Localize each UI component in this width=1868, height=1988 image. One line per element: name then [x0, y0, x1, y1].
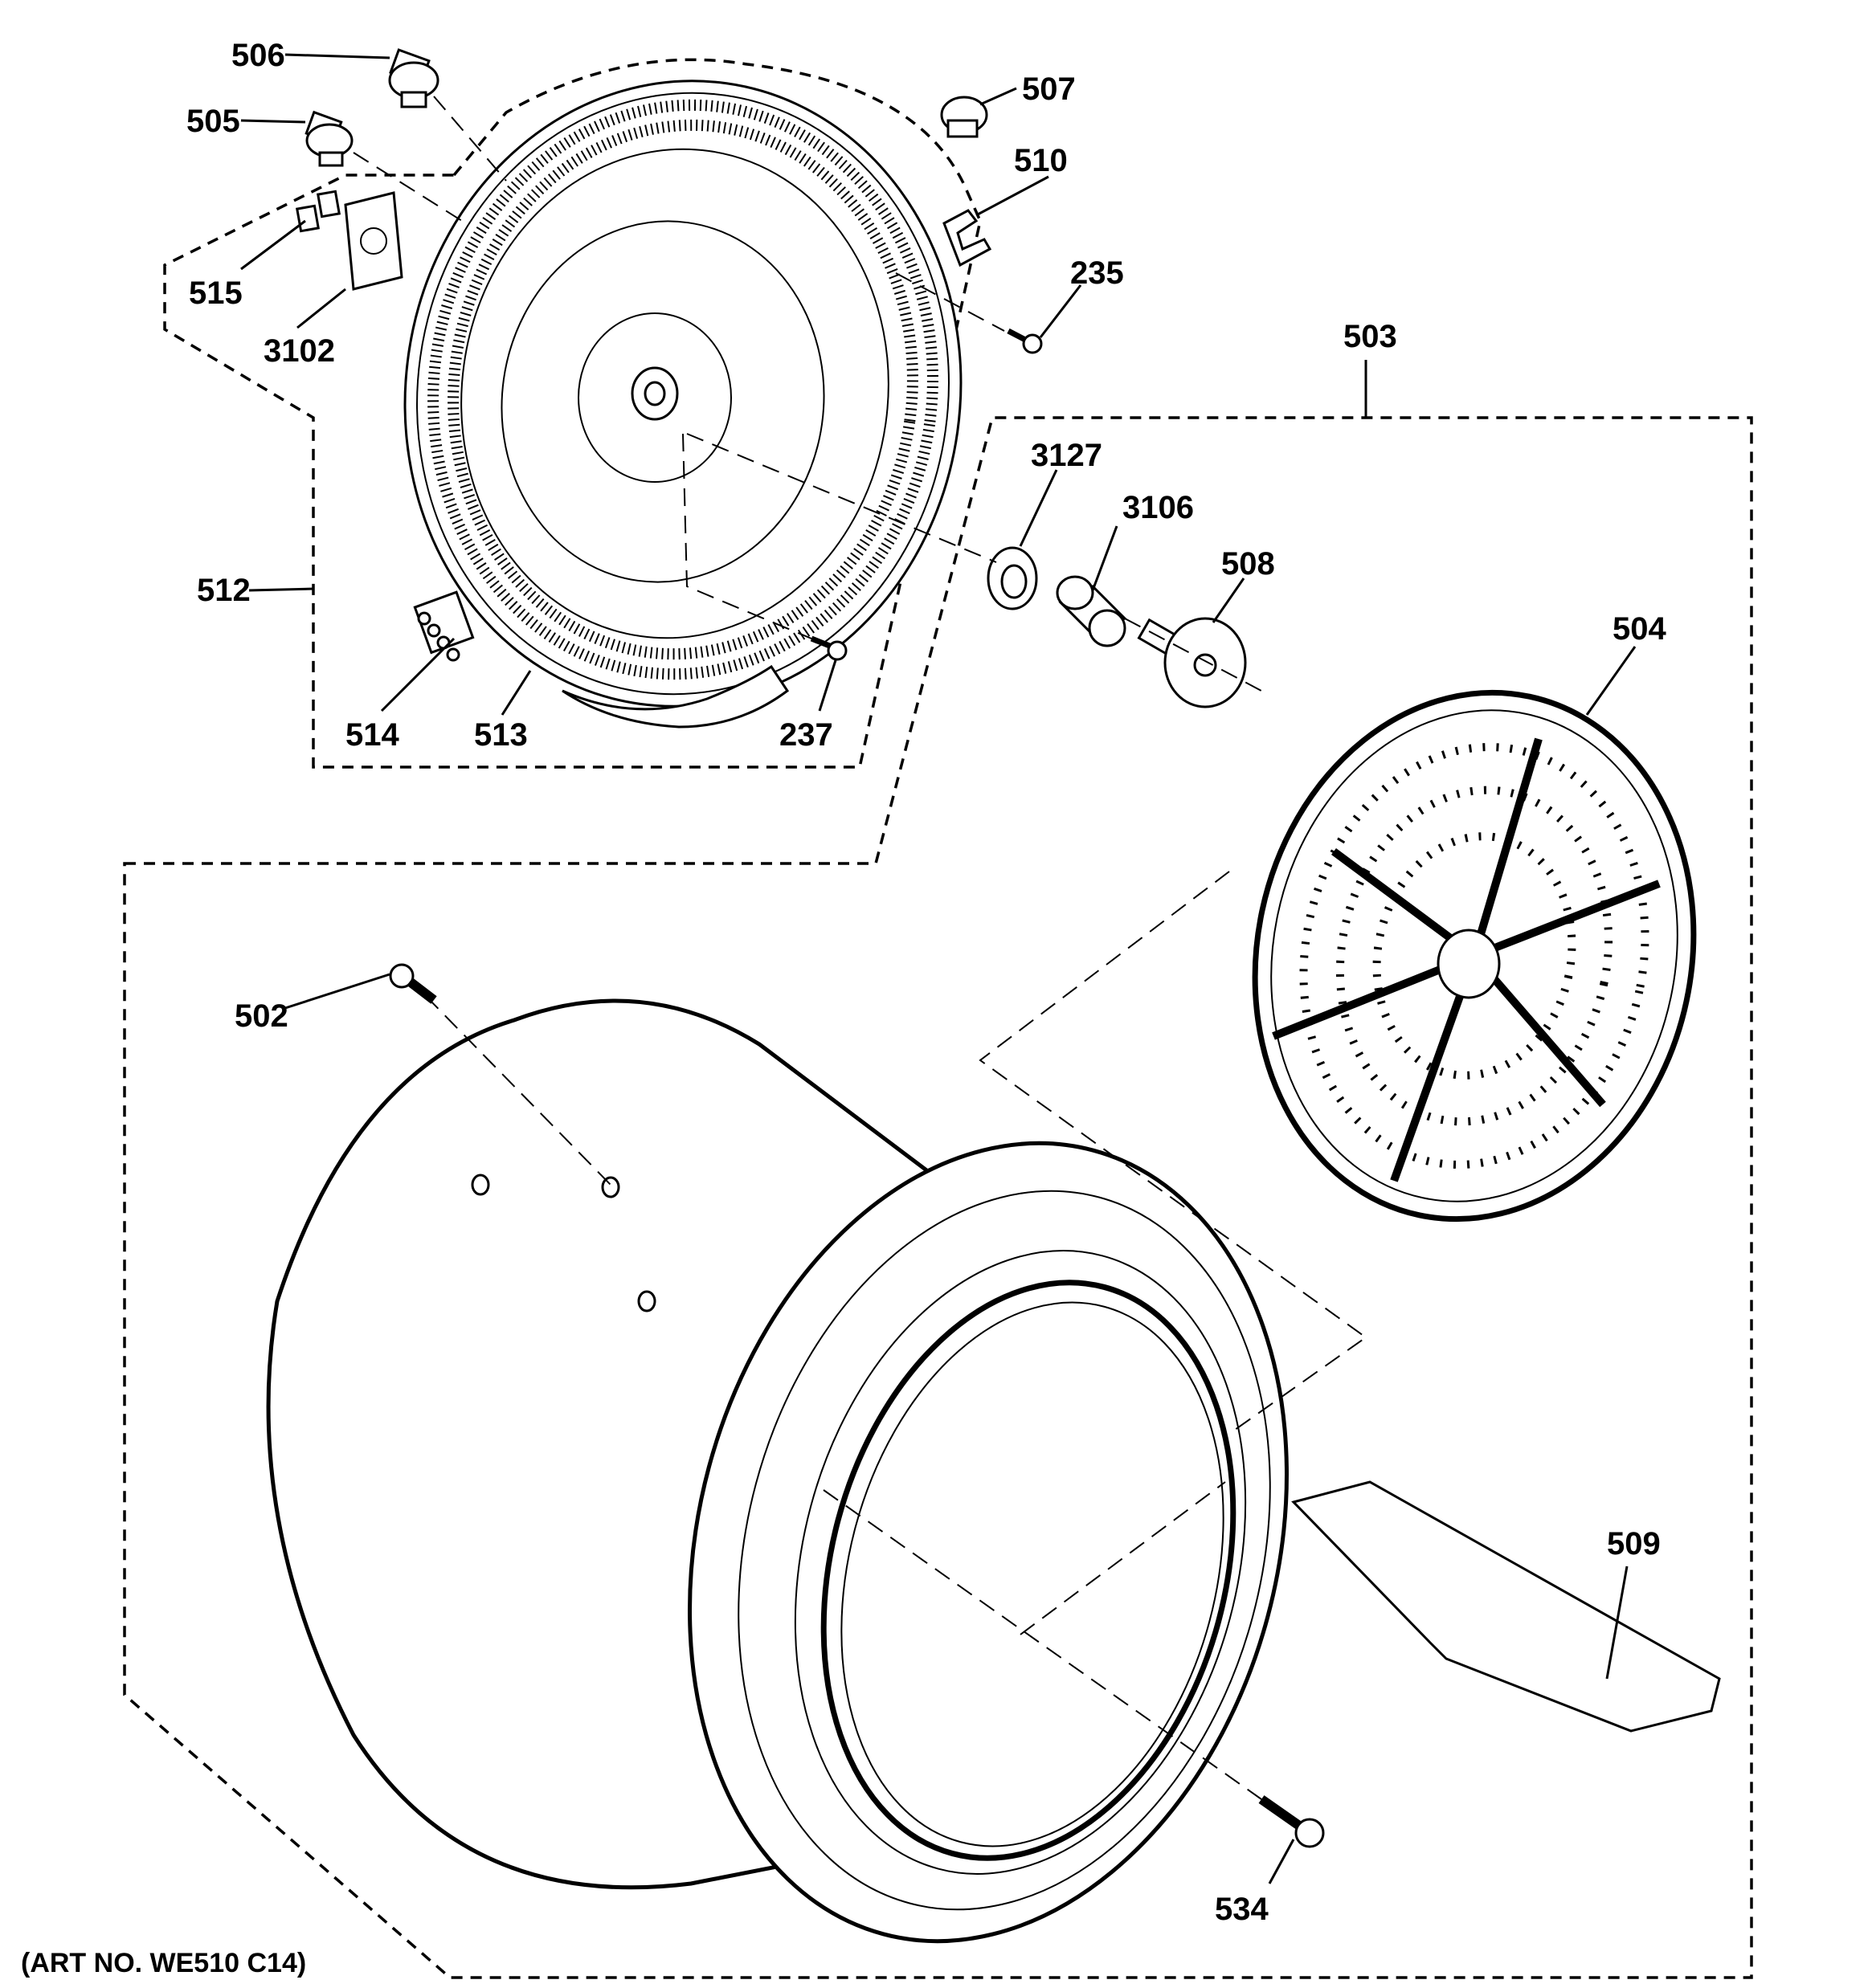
- thermostat-505: [305, 110, 354, 167]
- heater-assembly-boundary: [163, 58, 982, 769]
- callout-235: 235: [1070, 255, 1124, 291]
- callout-509: 509: [1607, 1526, 1661, 1561]
- terminal-block-514: [413, 590, 475, 662]
- alignment-lines: [353, 96, 1367, 1800]
- callout-534: 534: [1215, 1892, 1269, 1927]
- screw-237: [810, 635, 848, 661]
- callout-513: 513: [474, 717, 528, 753]
- screw-502: [389, 963, 437, 1004]
- callout-514: 514: [345, 717, 399, 753]
- callout-504: 504: [1613, 611, 1666, 647]
- callout-502: 502: [235, 998, 288, 1034]
- heater-housing-512: [403, 80, 963, 729]
- bracket-510: [942, 209, 992, 267]
- drum-503: [266, 998, 1289, 1944]
- fuse-515: [295, 190, 341, 233]
- callout-510: 510: [1014, 143, 1068, 178]
- callout-515: 515: [189, 276, 243, 311]
- callout-507: 507: [1022, 71, 1076, 107]
- sleeve-3106: [1056, 575, 1127, 647]
- callout-237: 237: [779, 717, 833, 753]
- art-number: (ART NO. WE510 C14): [21, 1948, 306, 1978]
- callout-labels: 506 505 507 510 235 515 3102 503 3127 31…: [21, 38, 1666, 1978]
- callout-3127: 3127: [1031, 438, 1102, 473]
- thermostat-507: [940, 96, 988, 138]
- shaft-508: [1137, 617, 1247, 708]
- cover-3102: [344, 191, 403, 291]
- glide-509: [1291, 1480, 1721, 1733]
- callout-3106: 3106: [1122, 490, 1194, 525]
- callout-506: 506: [231, 38, 285, 73]
- drum-assembly-boundary: [123, 416, 1753, 1979]
- callout-leaders: [240, 53, 1637, 1884]
- callout-505: 505: [186, 104, 240, 139]
- callout-512: 512: [197, 573, 251, 608]
- screw-534: [1258, 1795, 1325, 1848]
- callout-3102: 3102: [264, 333, 335, 369]
- callout-503: 503: [1343, 319, 1397, 354]
- thermostat-506: [388, 48, 439, 108]
- washer-3127: [987, 546, 1038, 610]
- screw-235: [1007, 328, 1043, 354]
- callout-508: 508: [1221, 546, 1275, 582]
- drum-rear-504: [1252, 689, 1697, 1223]
